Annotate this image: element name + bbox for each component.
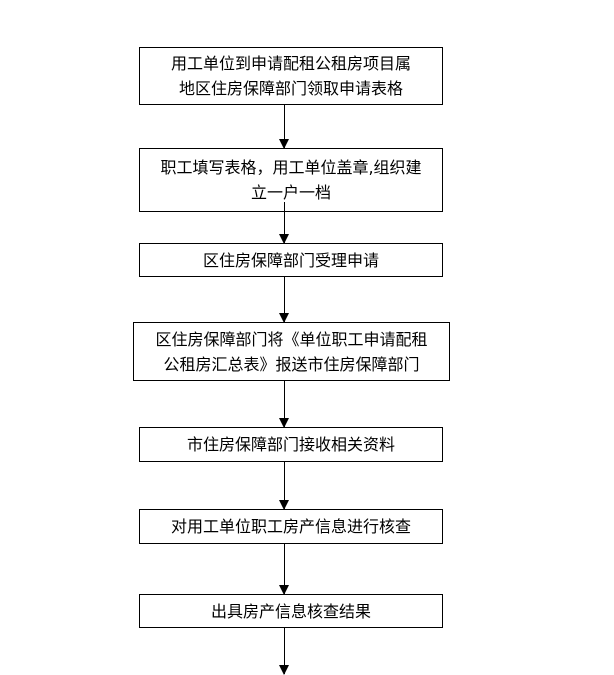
step-5-box: 市住房保障部门接收相关资料 <box>139 427 443 462</box>
step-1-box: 用工单位到申请配租公租房项目属 地区住房保障部门领取申请表格 <box>139 47 443 105</box>
arrow-7-next <box>279 628 289 675</box>
arrow-1-2 <box>279 105 289 149</box>
arrow-2-3 <box>279 202 289 244</box>
step-7-box: 出具房产信息核查结果 <box>139 594 443 628</box>
step-6-box: 对用工单位职工房产信息进行核查 <box>139 509 443 544</box>
arrow-6-7 <box>279 544 289 595</box>
step-4-box: 区住房保障部门将《单位职工申请配租 公租房汇总表》报送市住房保障部门 <box>133 322 450 381</box>
step-7-line-1: 出具房产信息核查结果 <box>210 601 371 621</box>
step-2-line-2: 立一户一档 <box>250 183 331 202</box>
step-1-line-2: 地区住房保障部门领取申请表格 <box>178 79 403 98</box>
arrow-4-5 <box>279 381 289 428</box>
step-6-line-1: 对用工单位职工房产信息进行核查 <box>170 517 411 536</box>
step-3-box: 区住房保障部门受理申请 <box>139 243 443 277</box>
step-2-box: 职工填写表格，用工单位盖章,组织建 立一户一档 <box>139 148 443 212</box>
arrow-3-4 <box>279 277 289 323</box>
arrow-5-6 <box>279 462 289 510</box>
step-2-line-1: 职工填写表格，用工单位盖章,组织建 <box>160 158 422 177</box>
step-4-line-1: 区住房保障部门将《单位职工申请配租 <box>155 329 428 349</box>
step-1-line-1: 用工单位到申请配租公租房项目属 <box>170 54 411 73</box>
step-5-line-1: 市住房保障部门接收相关资料 <box>186 435 395 454</box>
step-4-line-2: 公租房汇总表》报送市住房保障部门 <box>163 354 420 374</box>
step-3-line-1: 区住房保障部门受理申请 <box>202 250 379 270</box>
